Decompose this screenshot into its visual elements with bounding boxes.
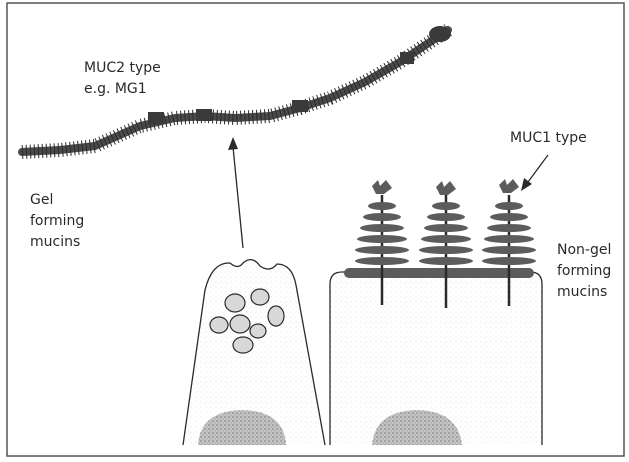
gel-label-line1: Gel (30, 190, 84, 211)
secretion-arrow (228, 137, 243, 248)
nongel-label-line2: forming (557, 261, 611, 282)
muc2-label-line2: e.g. MG1 (84, 79, 161, 100)
muc1-pointer-arrow (521, 155, 548, 191)
non-gel-forming-label: Non-gel forming mucins (557, 240, 611, 303)
gel-label-line3: mucins (30, 232, 84, 253)
muc2-label-line1: MUC2 type (84, 58, 161, 79)
muc1-type-label: MUC1 type (510, 128, 587, 149)
gel-forming-label: Gel forming mucins (30, 190, 84, 253)
muc1-label: MUC1 type (510, 128, 587, 149)
muc2-type-label: MUC2 type e.g. MG1 (84, 58, 161, 100)
nongel-label-line1: Non-gel (557, 240, 611, 261)
muc1-molecules (355, 179, 536, 308)
nongel-label-line3: mucins (557, 282, 611, 303)
goblet-cell (183, 260, 325, 445)
apical-membrane (344, 268, 534, 278)
gel-label-line2: forming (30, 211, 84, 232)
